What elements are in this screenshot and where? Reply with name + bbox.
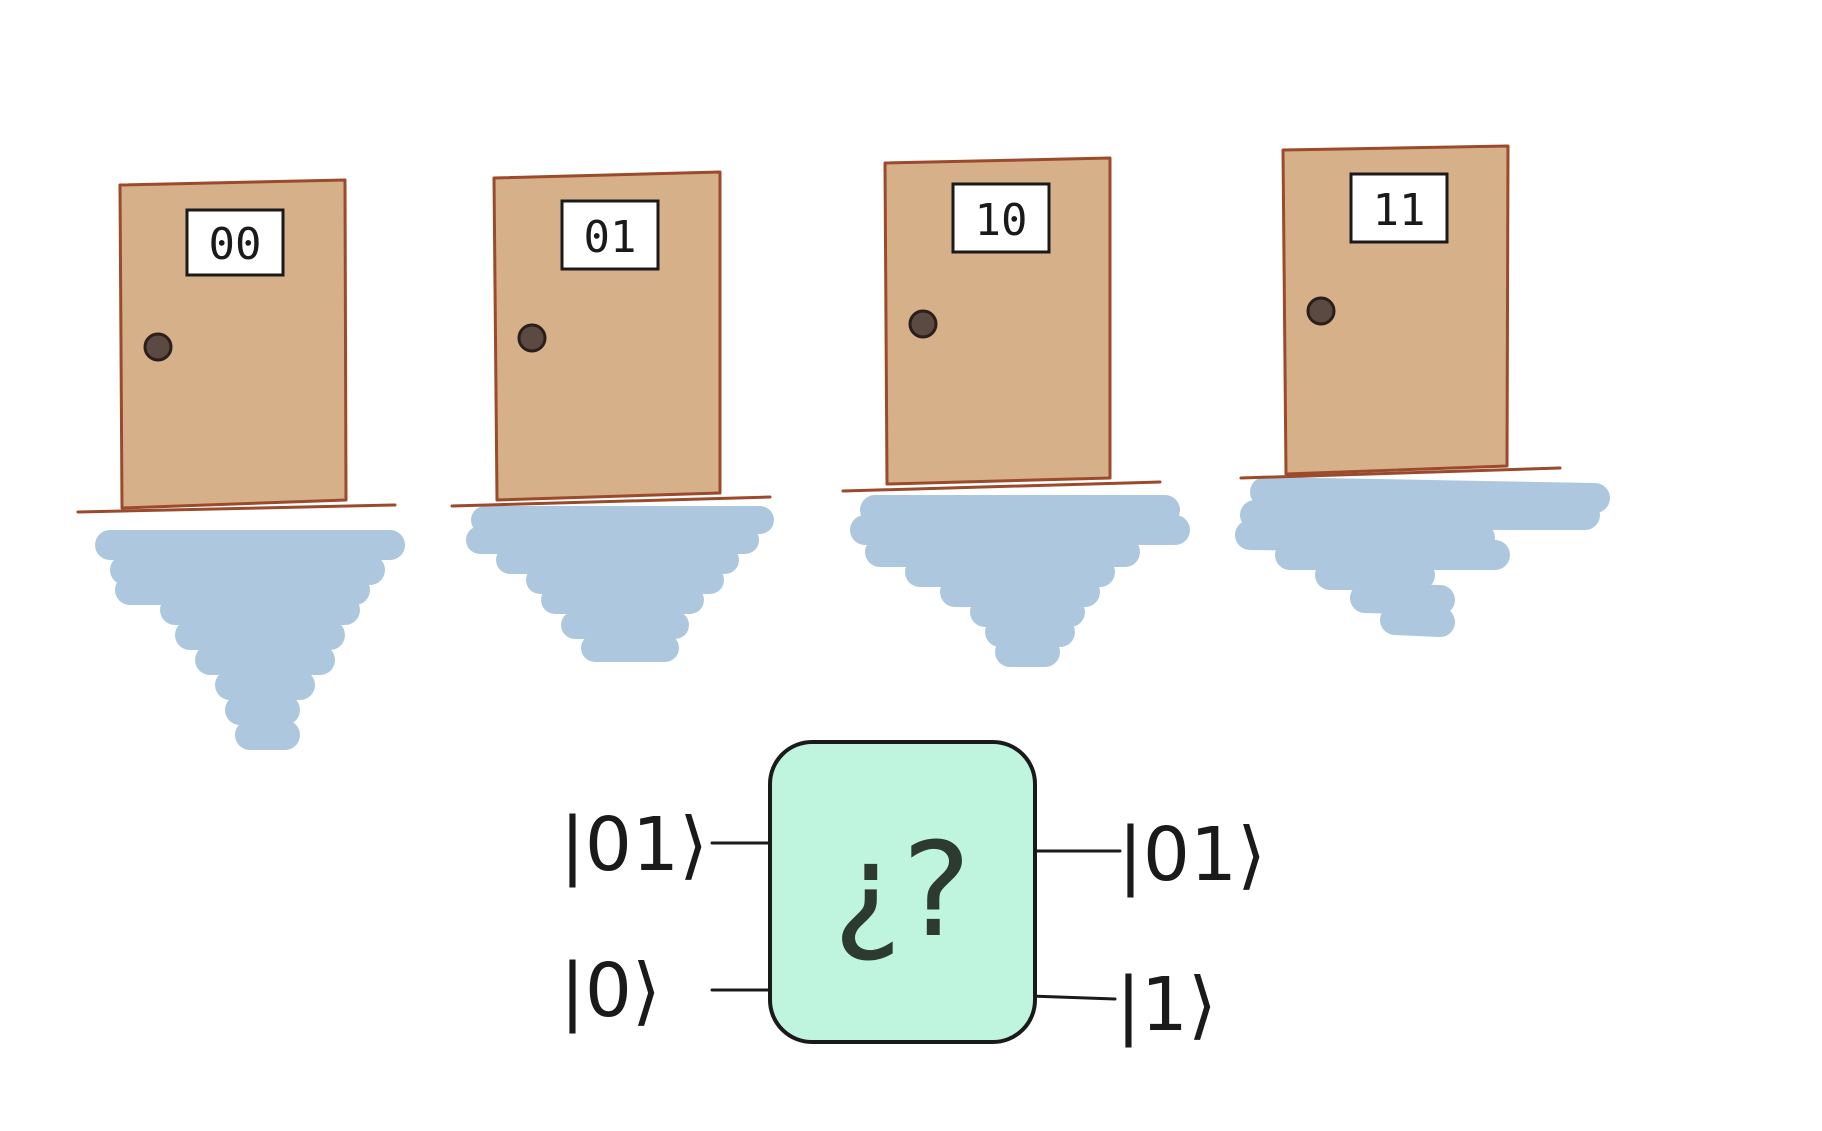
output-wire-bottom — [1028, 994, 1117, 1001]
door-10: 10 — [841, 156, 1190, 667]
floor-line-11 — [1239, 466, 1562, 480]
input-ket-top: |01⟩ — [560, 802, 708, 888]
door-01-body — [492, 170, 722, 502]
floor-line-01 — [450, 495, 772, 508]
door-11-knob-icon — [1306, 296, 1336, 326]
water-puddle-01-icon — [466, 506, 774, 662]
door-00-body — [118, 178, 348, 510]
door-11-body — [1281, 144, 1510, 476]
oracle-gate-box — [768, 740, 1037, 1044]
door-10-plate: 10 — [951, 182, 1051, 254]
door-10-body — [883, 156, 1112, 486]
door-01-plate: 01 — [560, 199, 660, 271]
door-01-knob-icon — [517, 323, 547, 353]
output-ket-bottom: |1⟩ — [1116, 962, 1217, 1048]
oracle-circuit: ¿? |01⟩ |0⟩ |01⟩ |1⟩ — [560, 740, 1266, 1048]
door-00-label: 00 — [209, 219, 262, 270]
output-ket-top: |01⟩ — [1118, 812, 1266, 898]
input-ket-bottom: |0⟩ — [560, 948, 661, 1034]
water-puddle-00-icon — [95, 530, 405, 750]
door-11-plate: 11 — [1349, 172, 1449, 244]
door-00-knob-icon — [143, 332, 173, 362]
water-puddle-11-icon — [1235, 477, 1610, 637]
door-10-label: 10 — [975, 195, 1028, 246]
water-puddle-10-icon — [850, 495, 1190, 667]
door-10-knob-icon — [908, 309, 938, 339]
floor-line-00 — [76, 503, 397, 514]
door-11-label: 11 — [1373, 185, 1426, 236]
door-01: 01 — [450, 170, 774, 662]
door-11: 11 — [1235, 144, 1610, 637]
door-00-plate: 00 — [185, 208, 285, 277]
door-01-label: 01 — [584, 212, 637, 263]
floor-line-10 — [841, 480, 1162, 493]
door-00: 00 — [76, 178, 405, 750]
oracle-gate-label: ¿? — [833, 814, 971, 966]
